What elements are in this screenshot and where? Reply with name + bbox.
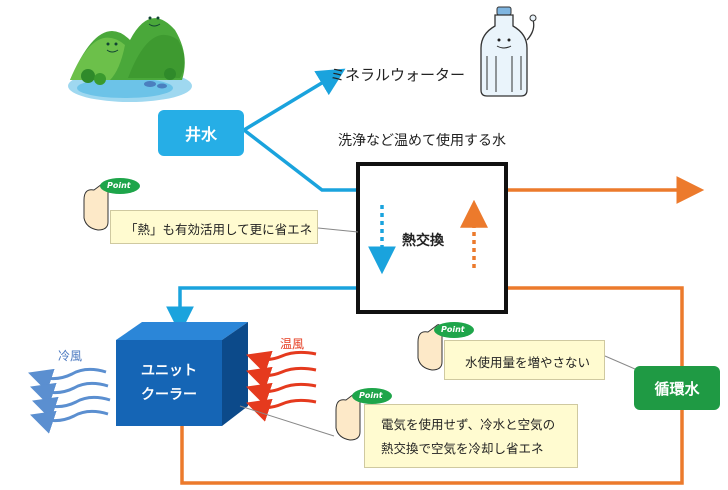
unit-cooler-line2: クーラー: [141, 387, 197, 403]
note-energy-saving-line2: 熱交換で空気を冷却し省エネ: [381, 441, 544, 456]
note1-connector: [317, 227, 359, 233]
water-bottle-icon: [480, 6, 537, 97]
warm-air-arrows: [246, 350, 317, 422]
note-energy-saving: 電気を使用せず、冷水と空気の 熱交換で空気を冷却し省エネ: [364, 404, 578, 468]
warm-air-label: 温風: [280, 337, 305, 351]
circulation-loop-line: [180, 274, 684, 485]
wash-water-label: 洗浄など温めて使用する水: [338, 133, 506, 149]
point-badge-text: Point: [107, 181, 131, 190]
note-heat-reuse: 「熱」も有効活用して更に省エネ: [110, 210, 318, 244]
unit-cooler-box: [116, 322, 248, 426]
heat-exchange-label: 熱交換: [402, 233, 444, 249]
unit-cooler-line1: ユニット: [141, 363, 197, 379]
mountain-illustration: [68, 16, 192, 102]
note-energy-saving-line1: 電気を使用せず、冷水と空気の: [381, 417, 556, 432]
unit-cooler-label: ユニット クーラー: [116, 340, 222, 426]
point-badge-text: Point: [359, 391, 383, 400]
circulating-water-label: 循環水: [654, 379, 700, 398]
mineral-water-label: ミネラルウォーター: [330, 66, 466, 84]
point-hand-icon: [83, 178, 140, 231]
note-heat-reuse-text: 「熱」も有効活用して更に省エネ: [125, 222, 313, 237]
point-hand-icon: [335, 388, 392, 441]
well-water-box: 井水: [158, 110, 244, 156]
note-water-usage-text: 水使用量を増やさない: [465, 355, 591, 370]
flow-arrow-to-mineral-water: [243, 68, 346, 132]
note3-connector: [239, 405, 335, 437]
flow-arrow-cold-to-cooler: [166, 286, 358, 335]
point-hand-icon: [417, 322, 474, 371]
cold-air-label: 冷風: [58, 349, 83, 363]
point-badge-text: Point: [441, 325, 465, 334]
cold-air-arrows: [28, 367, 111, 434]
note-water-usage: 水使用量を増やさない: [444, 340, 605, 380]
well-water-label: 井水: [184, 125, 217, 144]
circulating-water-box: 循環水: [634, 366, 720, 410]
